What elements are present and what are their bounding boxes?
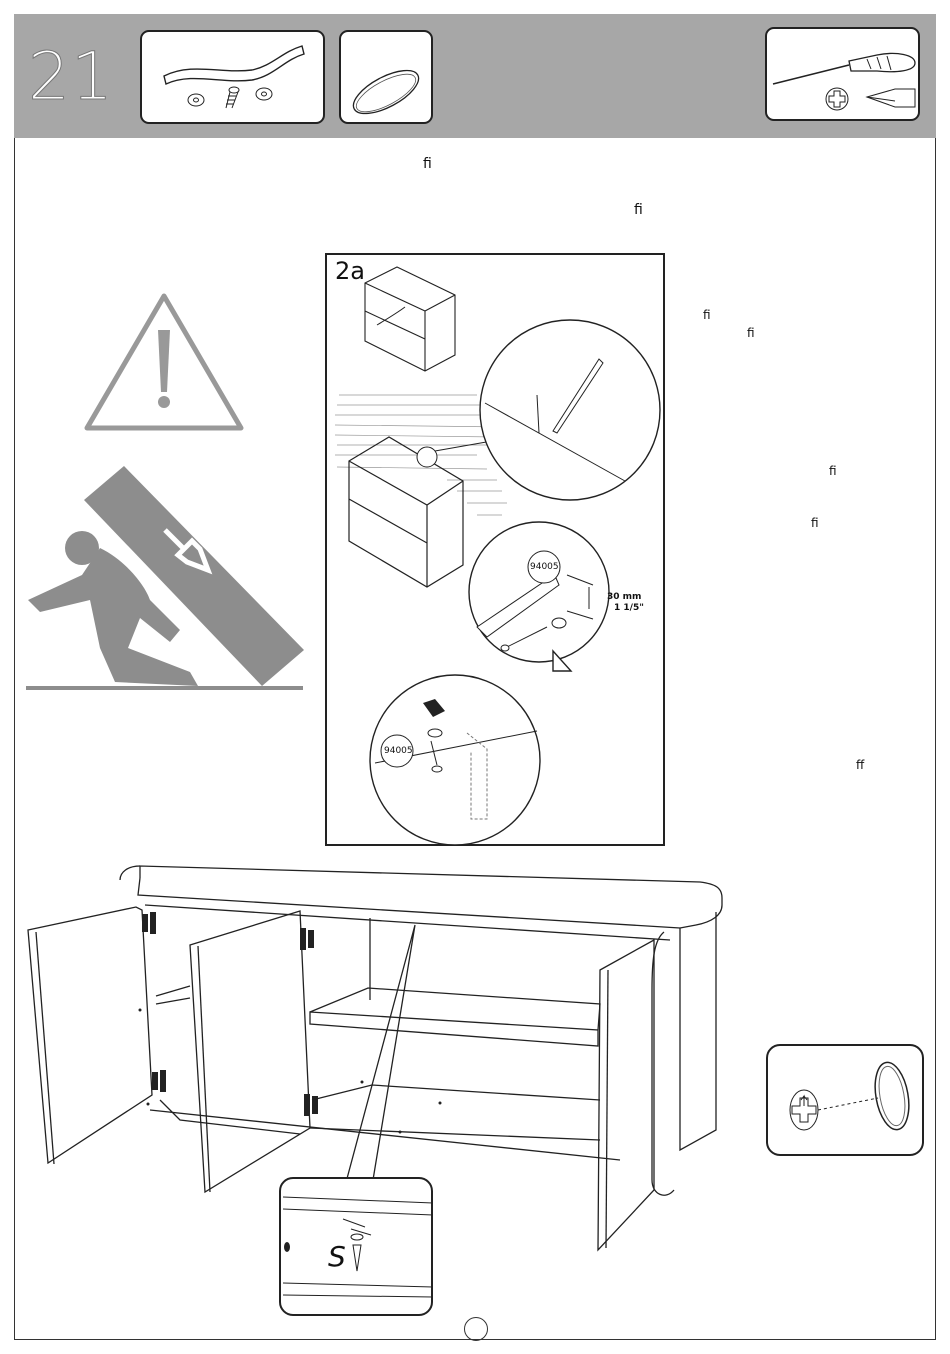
cap-insert-illustration [768,1046,926,1158]
screw-part-letter: S [328,1240,346,1273]
screw-callout-box [279,1177,433,1316]
page-number-circle [464,1317,488,1341]
screw-detail-illustration [281,1179,435,1318]
cap-detail-box [766,1044,924,1156]
